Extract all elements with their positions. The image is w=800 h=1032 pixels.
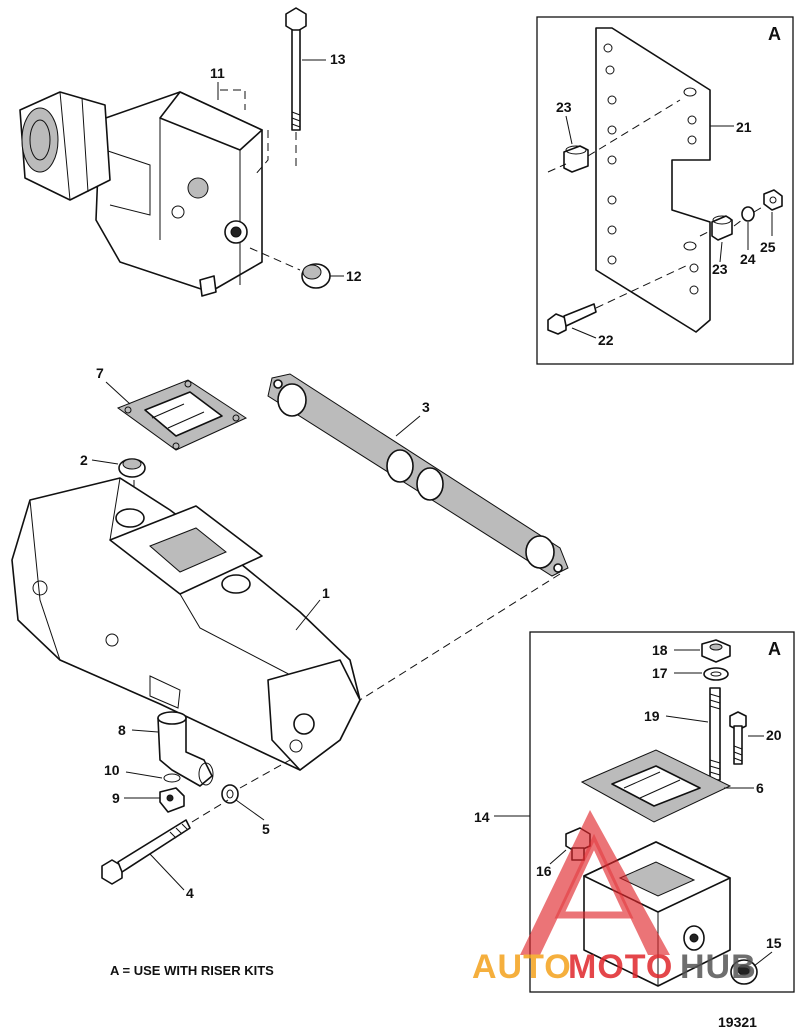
- part-24-washer: [741, 206, 755, 222]
- callout-17: 17: [652, 665, 668, 681]
- callout-3: 3: [422, 399, 430, 415]
- part-10-o-ring: [163, 773, 181, 783]
- watermark-text-auto: AUTO: [472, 948, 572, 986]
- part-23-spacer-upper: [547, 99, 681, 173]
- callout-12: 12: [346, 268, 362, 284]
- part-23-spacer-lower: [711, 215, 733, 241]
- callout-10: 10: [104, 762, 120, 778]
- part-5-washer: [221, 759, 291, 804]
- callout-25: 25: [760, 239, 776, 255]
- callout-4: 4: [186, 885, 194, 901]
- callout-19: 19: [644, 708, 660, 724]
- part-17-washer: [703, 667, 729, 681]
- part-15-plug: [730, 959, 758, 985]
- callout-13: 13: [330, 51, 346, 67]
- part-2-plug: [118, 458, 146, 508]
- callout-5: 5: [262, 821, 270, 837]
- callout-20: 20: [766, 727, 782, 743]
- bracket-holes: [603, 43, 699, 295]
- detail-box-bottom: A: [529, 631, 795, 993]
- part-21-bracket-plate: [595, 27, 711, 333]
- part-11-elbow-casting: [19, 89, 269, 297]
- callout-9: 9: [112, 790, 120, 806]
- part-6-gasket: [580, 749, 732, 823]
- part-8-elbow-fitting: [157, 711, 214, 787]
- callout-8: 8: [118, 722, 126, 738]
- callout-15: 15: [766, 935, 782, 951]
- part-1-exhaust-manifold: [11, 477, 361, 771]
- callout-11: 11: [210, 65, 225, 81]
- part-4-bolt: [101, 799, 229, 885]
- callout-18: 18: [652, 642, 668, 658]
- part-12-plug: [249, 247, 331, 289]
- callout-21: 21: [736, 119, 752, 135]
- callout-16: 16: [536, 863, 552, 879]
- callout-24: 24: [740, 251, 756, 267]
- callout-23-upper: 23: [556, 99, 572, 115]
- watermark-logo: AUTO MOTO HUB: [472, 810, 757, 986]
- footnote-riser-kits: A = USE WITH RISER KITS: [110, 963, 274, 978]
- callout-7: 7: [96, 365, 104, 381]
- part-19-stud: [709, 687, 721, 781]
- part-18-nut: [701, 639, 731, 663]
- part-22-bolt: [547, 263, 691, 335]
- part-3-exhaust-gasket: [267, 373, 569, 701]
- detail-box-top-letter: A: [768, 24, 781, 44]
- watermark-text-hub: HUB: [680, 948, 757, 986]
- watermark-text-moto: MOTO: [568, 948, 673, 986]
- callouts: 11 13 12 7 3 2 1 8 10 9 5 4 14: [80, 51, 782, 967]
- part-13-bolt: [285, 7, 307, 168]
- callout-6: 6: [756, 780, 764, 796]
- callout-2: 2: [80, 452, 88, 468]
- part-20-bolt: [729, 711, 747, 765]
- part-7-gasket: [116, 379, 248, 451]
- part-25-nut: [763, 189, 783, 211]
- part-9-fitting: [159, 787, 185, 813]
- callout-23-lower: 23: [712, 261, 728, 277]
- figure-number: 19321: [718, 1014, 757, 1030]
- callout-14: 14: [474, 809, 490, 825]
- detail-box-bottom-letter: A: [768, 639, 781, 659]
- callout-22: 22: [598, 332, 614, 348]
- callout-1: 1: [322, 585, 330, 601]
- detail-box-top: A: [536, 16, 794, 365]
